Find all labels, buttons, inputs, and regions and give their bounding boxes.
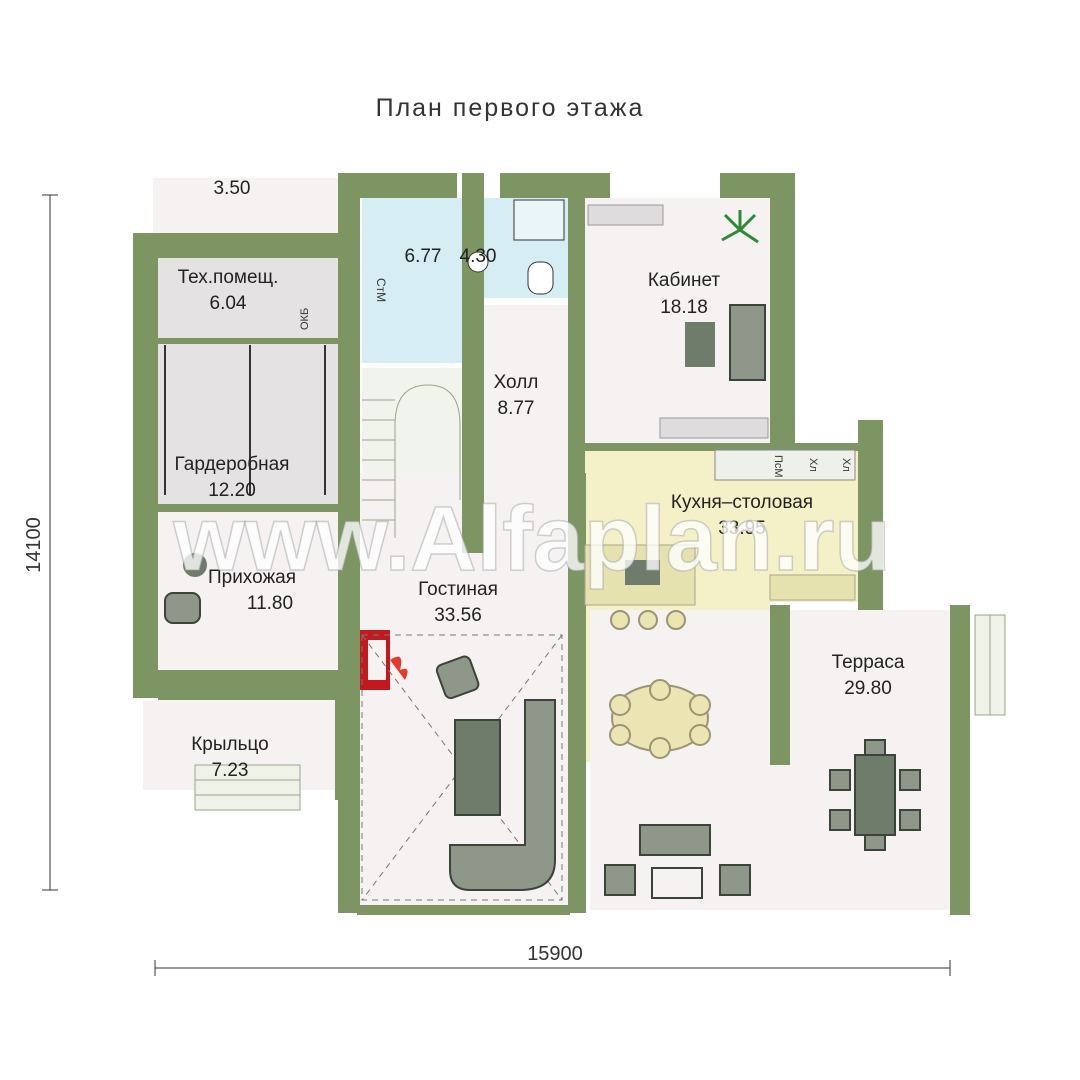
wardrobe-rails bbox=[164, 345, 326, 495]
plan-title: План первого этажа bbox=[375, 94, 645, 122]
label-fridge-1: Хл bbox=[840, 458, 852, 472]
watermark: www.Alfaplan.ru bbox=[172, 488, 890, 590]
kitchen-counter-icon bbox=[714, 449, 856, 481]
room-area-entrance: 11.80 bbox=[247, 593, 293, 614]
sofa-icon bbox=[449, 699, 556, 891]
label-fridge-2: Хл bbox=[807, 458, 819, 472]
room-name-entrance: Прихожая bbox=[208, 567, 296, 588]
room-name-tech: Тех.помещ. bbox=[178, 267, 279, 288]
label-dishwasher: ПсМ bbox=[772, 455, 784, 478]
room-name-living: Гостиная bbox=[418, 579, 498, 600]
desk-icon bbox=[587, 204, 664, 226]
terrace-low-table-icon bbox=[651, 867, 703, 899]
room-wardrobe bbox=[158, 342, 338, 504]
shower-icon bbox=[513, 199, 565, 241]
staircase bbox=[362, 384, 461, 538]
label-washer: СтМ bbox=[374, 278, 388, 302]
walls bbox=[133, 173, 970, 915]
room-tech bbox=[158, 258, 338, 338]
office-sofa-icon bbox=[729, 304, 766, 381]
room-area-office: 18.18 bbox=[660, 297, 708, 318]
room-name-terrace: Терраса bbox=[832, 652, 905, 673]
dimension-lines bbox=[42, 194, 951, 976]
room-area-porch: 7.23 bbox=[212, 760, 249, 781]
coffee-table-icon bbox=[454, 719, 501, 816]
entrance-armchair-icon bbox=[164, 592, 201, 624]
room-area-bath1: 6.77 bbox=[405, 246, 442, 267]
terrace-table-icon bbox=[854, 754, 896, 836]
room-name-office: Кабинет bbox=[648, 270, 721, 291]
room-area-wardrobe: 12.20 bbox=[208, 480, 256, 501]
room-name-hall: Холл bbox=[494, 372, 539, 393]
room-area-bath2: 4.30 bbox=[460, 246, 497, 267]
room-area-living: 33.56 bbox=[434, 605, 482, 626]
room-porch-top bbox=[153, 178, 338, 233]
room-name-kitchen: Кухня–столовая bbox=[671, 492, 813, 513]
room-area-kitchen: 33.95 bbox=[718, 518, 766, 539]
room-area-terrace: 29.80 bbox=[844, 678, 892, 699]
kitchen-cabinet-icon bbox=[769, 574, 856, 601]
sink-icon bbox=[467, 251, 489, 273]
plant-icon bbox=[721, 210, 759, 244]
dimension-width: 15900 bbox=[527, 943, 583, 965]
room-area-porch-top: 3.50 bbox=[214, 178, 251, 199]
room-area-tech: 6.04 bbox=[210, 293, 247, 314]
label-boiler: ОКБ bbox=[299, 308, 311, 330]
porch-steps bbox=[194, 614, 1006, 811]
room-bath1 bbox=[362, 198, 462, 363]
room-labels: 3.50 Тех.помещ. 6.04 6.77 4.30 Кабинет 1… bbox=[175, 178, 905, 781]
room-name-porch: Крыльцо bbox=[191, 734, 269, 755]
armchair-icon bbox=[435, 655, 480, 700]
room-area-hall: 8.77 bbox=[498, 398, 535, 419]
office-table-icon bbox=[685, 322, 715, 367]
room-entrance bbox=[158, 512, 338, 670]
room-name-wardrobe: Гардеробная bbox=[175, 454, 290, 475]
fireplace bbox=[360, 630, 408, 690]
dimension-height: 14100 bbox=[23, 517, 45, 573]
furniture bbox=[164, 199, 921, 899]
entrance-table-icon bbox=[183, 553, 207, 577]
cooktop-icon bbox=[625, 560, 660, 585]
toilet-icon bbox=[527, 261, 554, 295]
office-cabinet-icon bbox=[659, 417, 769, 439]
